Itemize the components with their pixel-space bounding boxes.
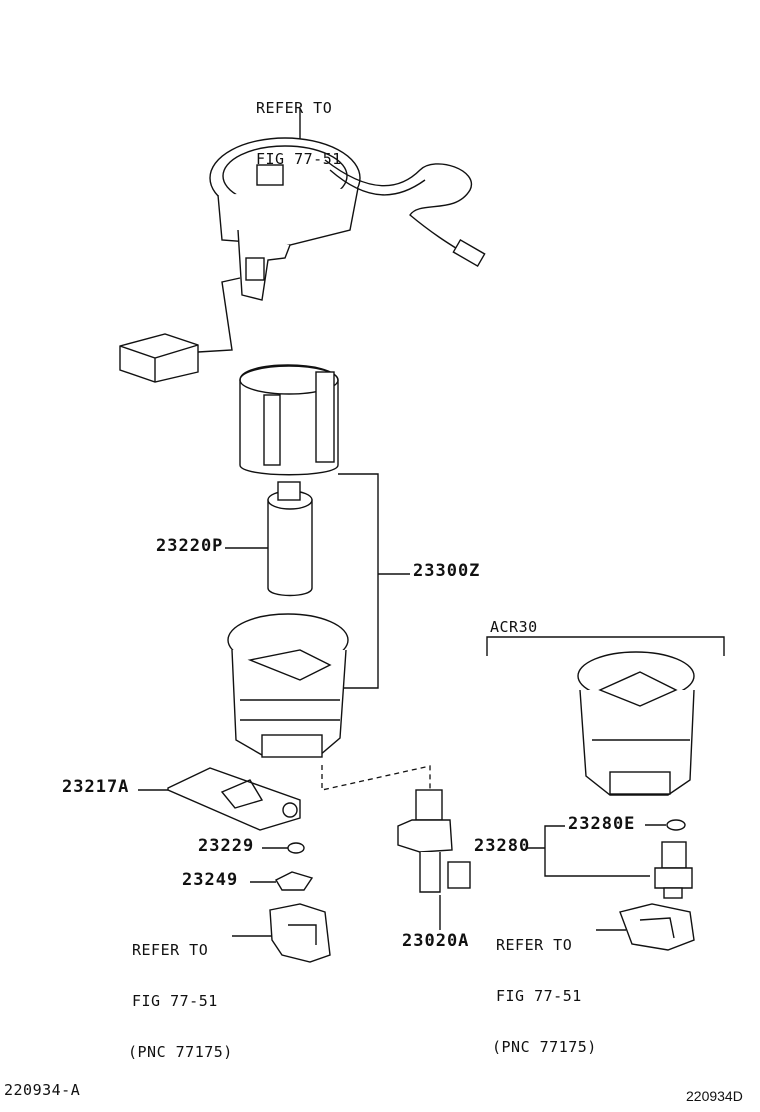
part-label-23280: 23280	[474, 836, 531, 856]
right-refer-label: REFER TO FIG 77-51 (PNC 77175)	[492, 903, 597, 1073]
part-label-23220P: 23220P	[156, 536, 224, 556]
part-label-23280E: 23280E	[568, 814, 636, 834]
part-label-23217A: 23217A	[62, 777, 130, 797]
pressure-regulator	[397, 789, 471, 930]
o-ring-23229	[262, 842, 305, 854]
part-label-23249: 23249	[182, 870, 239, 890]
dashed-link	[321, 765, 431, 791]
acr30-housing	[486, 636, 725, 796]
part-label-23300Z: 23300Z	[413, 561, 481, 581]
filter-lower-housing	[227, 613, 349, 758]
right-refer-line3: (PNC 77175)	[492, 1038, 597, 1056]
filter-upper-housing	[239, 364, 339, 476]
fuel-strainer	[138, 767, 301, 831]
top-refer-label: REFER TO FIG 77-51	[256, 66, 342, 185]
footer-right-code: 220934D	[686, 1088, 743, 1104]
assembly-bracket-23300Z	[338, 473, 410, 689]
left-bracket	[232, 903, 331, 963]
top-refer-line1: REFER TO	[256, 99, 333, 117]
left-refer-line2: FIG 77-51	[132, 992, 218, 1010]
fuel-pump	[225, 481, 313, 597]
left-refer-line3: (PNC 77175)	[128, 1043, 233, 1061]
part-label-23020A: 23020A	[402, 931, 470, 951]
part-label-23229: 23229	[198, 836, 255, 856]
top-refer-line2: FIG 77-51	[256, 150, 342, 168]
regulator-23280	[654, 841, 693, 899]
right-bracket	[596, 903, 695, 951]
right-refer-line2: FIG 77-51	[496, 987, 582, 1005]
left-refer-label: REFER TO FIG 77-51 (PNC 77175)	[128, 908, 233, 1078]
clip-23249	[250, 871, 314, 891]
fuel-sender-plate	[119, 108, 486, 383]
left-refer-line1: REFER TO	[132, 941, 209, 959]
right-refer-line1: REFER TO	[496, 936, 573, 954]
footer-left-code: 220934-A	[4, 1081, 81, 1099]
variant-label-acr30: ACR30	[490, 618, 538, 636]
bracket-23280	[526, 819, 686, 877]
